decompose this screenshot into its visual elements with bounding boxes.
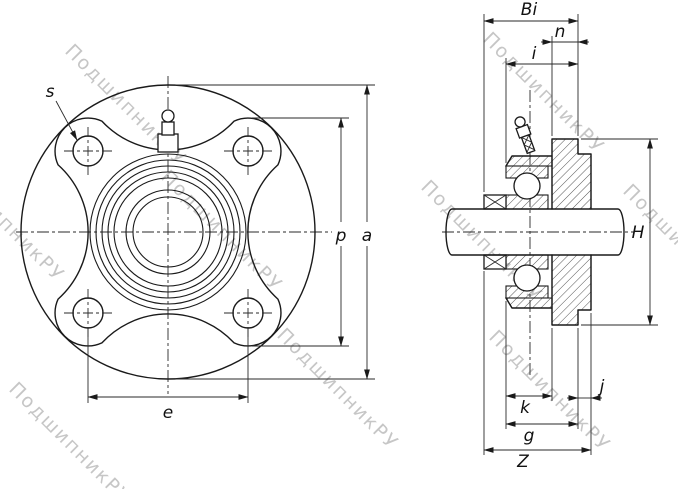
set-screw-cross	[483, 254, 507, 270]
flange-plate-section-bottom	[551, 254, 592, 326]
dim-label-g: g	[524, 426, 535, 446]
dimension-Z: Z	[483, 447, 592, 472]
dim-label-Bi: Bi	[521, 0, 538, 20]
grease-fitting-thread	[521, 134, 535, 153]
grease-fitting-head	[514, 116, 526, 128]
dim-label-k: k	[520, 398, 531, 418]
watermark-text: ПодшипникРУ	[272, 324, 402, 454]
bearing-ring	[113, 177, 223, 287]
dimension-a: a	[175, 84, 375, 380]
bolt-holes	[64, 127, 272, 337]
dim-label-p: p	[335, 226, 347, 246]
grease-fitting-head	[161, 109, 175, 123]
outer-flange-circle	[20, 84, 316, 380]
flange-outline	[54, 117, 282, 347]
grease-fitting-base	[157, 133, 179, 153]
ball-bearing-top	[513, 172, 541, 200]
housing-outline	[505, 138, 592, 326]
bearing-rings	[89, 153, 247, 311]
dim-label-a: a	[362, 226, 372, 246]
bearing-ring	[101, 165, 235, 299]
dimension-Bi: Bi	[483, 0, 579, 192]
housing-section-top	[505, 155, 553, 167]
grease-fitting-neck	[161, 121, 175, 136]
dim-label-Z: Z	[516, 452, 529, 472]
dim-label-e: e	[163, 403, 173, 423]
bearing-ring	[89, 153, 247, 311]
dim-label-i: i	[532, 44, 537, 64]
grease-fitting-front	[157, 109, 179, 153]
front-view: s p a e	[16, 76, 375, 423]
bearing-ring	[95, 159, 241, 305]
dimension-g: g	[505, 421, 579, 446]
shaft-bore-circle	[132, 196, 204, 268]
leader-line-s	[55, 100, 78, 141]
dimension-k: k	[505, 393, 553, 418]
bearing-ring	[107, 171, 229, 293]
dim-label-s: s	[46, 82, 55, 102]
watermark-text: ПодшипникРУ	[618, 180, 678, 310]
watermark-text: ПодшипникРУ	[0, 156, 69, 286]
set-screw-cross	[483, 194, 507, 210]
section-view: Bi n i H k	[442, 0, 658, 472]
watermark-text: ПодшипникРУ	[484, 326, 614, 456]
ball-bearing-bottom	[513, 264, 541, 292]
watermark-text: ПодшипникРУ	[4, 378, 134, 489]
grease-fitting-section	[514, 116, 536, 155]
dimension-i: i	[505, 44, 579, 163]
dimension-n: n	[541, 22, 589, 136]
dimension-p: p	[252, 117, 349, 347]
dim-label-j: j	[598, 377, 605, 397]
shaft-bore-circle	[125, 189, 211, 275]
dimension-H: H	[581, 138, 658, 326]
dim-label-n: n	[555, 22, 566, 42]
dim-label-H: H	[632, 223, 645, 243]
bolt-hole-centerlines	[64, 127, 272, 337]
shaft	[445, 208, 625, 256]
dimension-j: j	[567, 377, 605, 401]
housing-section-bottom	[505, 297, 553, 309]
dimension-e: e	[87, 328, 249, 423]
dimension-s: s	[46, 82, 78, 141]
